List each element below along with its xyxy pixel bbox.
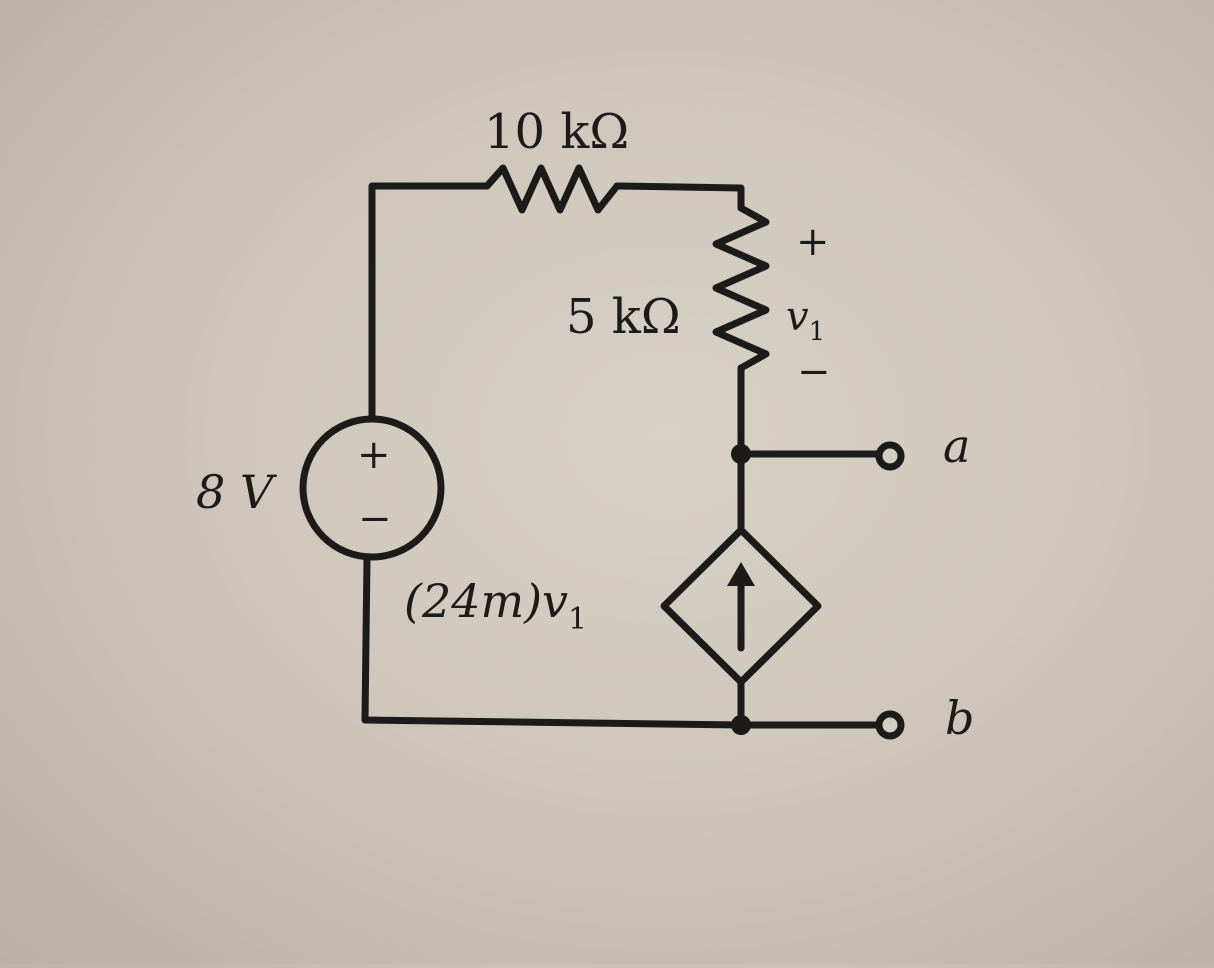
resistor-5k [712,204,770,372]
dependent-source-label: (24m)v1 [404,574,587,637]
dependent-source-label-sub: 1 [568,602,587,637]
junction-b [731,715,751,735]
voltage-source-label: 8 V [196,465,278,519]
dependent-source-label-main: (24m)v [404,574,568,628]
v1-minus: − [797,349,831,395]
v1-label-sub: 1 [809,317,826,347]
resistor-10k-label: 10 kΩ [484,104,629,160]
terminal-a-label: a [943,419,970,473]
terminal-b-circle[interactable] [875,710,905,740]
terminal-a-circle[interactable] [875,441,905,471]
v1-label: v1 [786,294,825,347]
v1-plus: + [796,219,830,265]
v1-label-var: v [786,294,809,340]
voltage-source-plus: + [357,432,391,478]
dependent-source-arrowhead [727,562,755,586]
voltage-source-circle [299,415,445,561]
voltage-source-minus: − [358,496,392,542]
wire-bottom [361,554,884,729]
resistor-5k-label: 5 kΩ [566,289,681,345]
wire-left-upper [368,182,491,422]
wire-top-right [613,182,745,212]
terminal-b-label: b [945,691,974,745]
resistor-10k [483,164,621,214]
junction-a [731,444,751,464]
